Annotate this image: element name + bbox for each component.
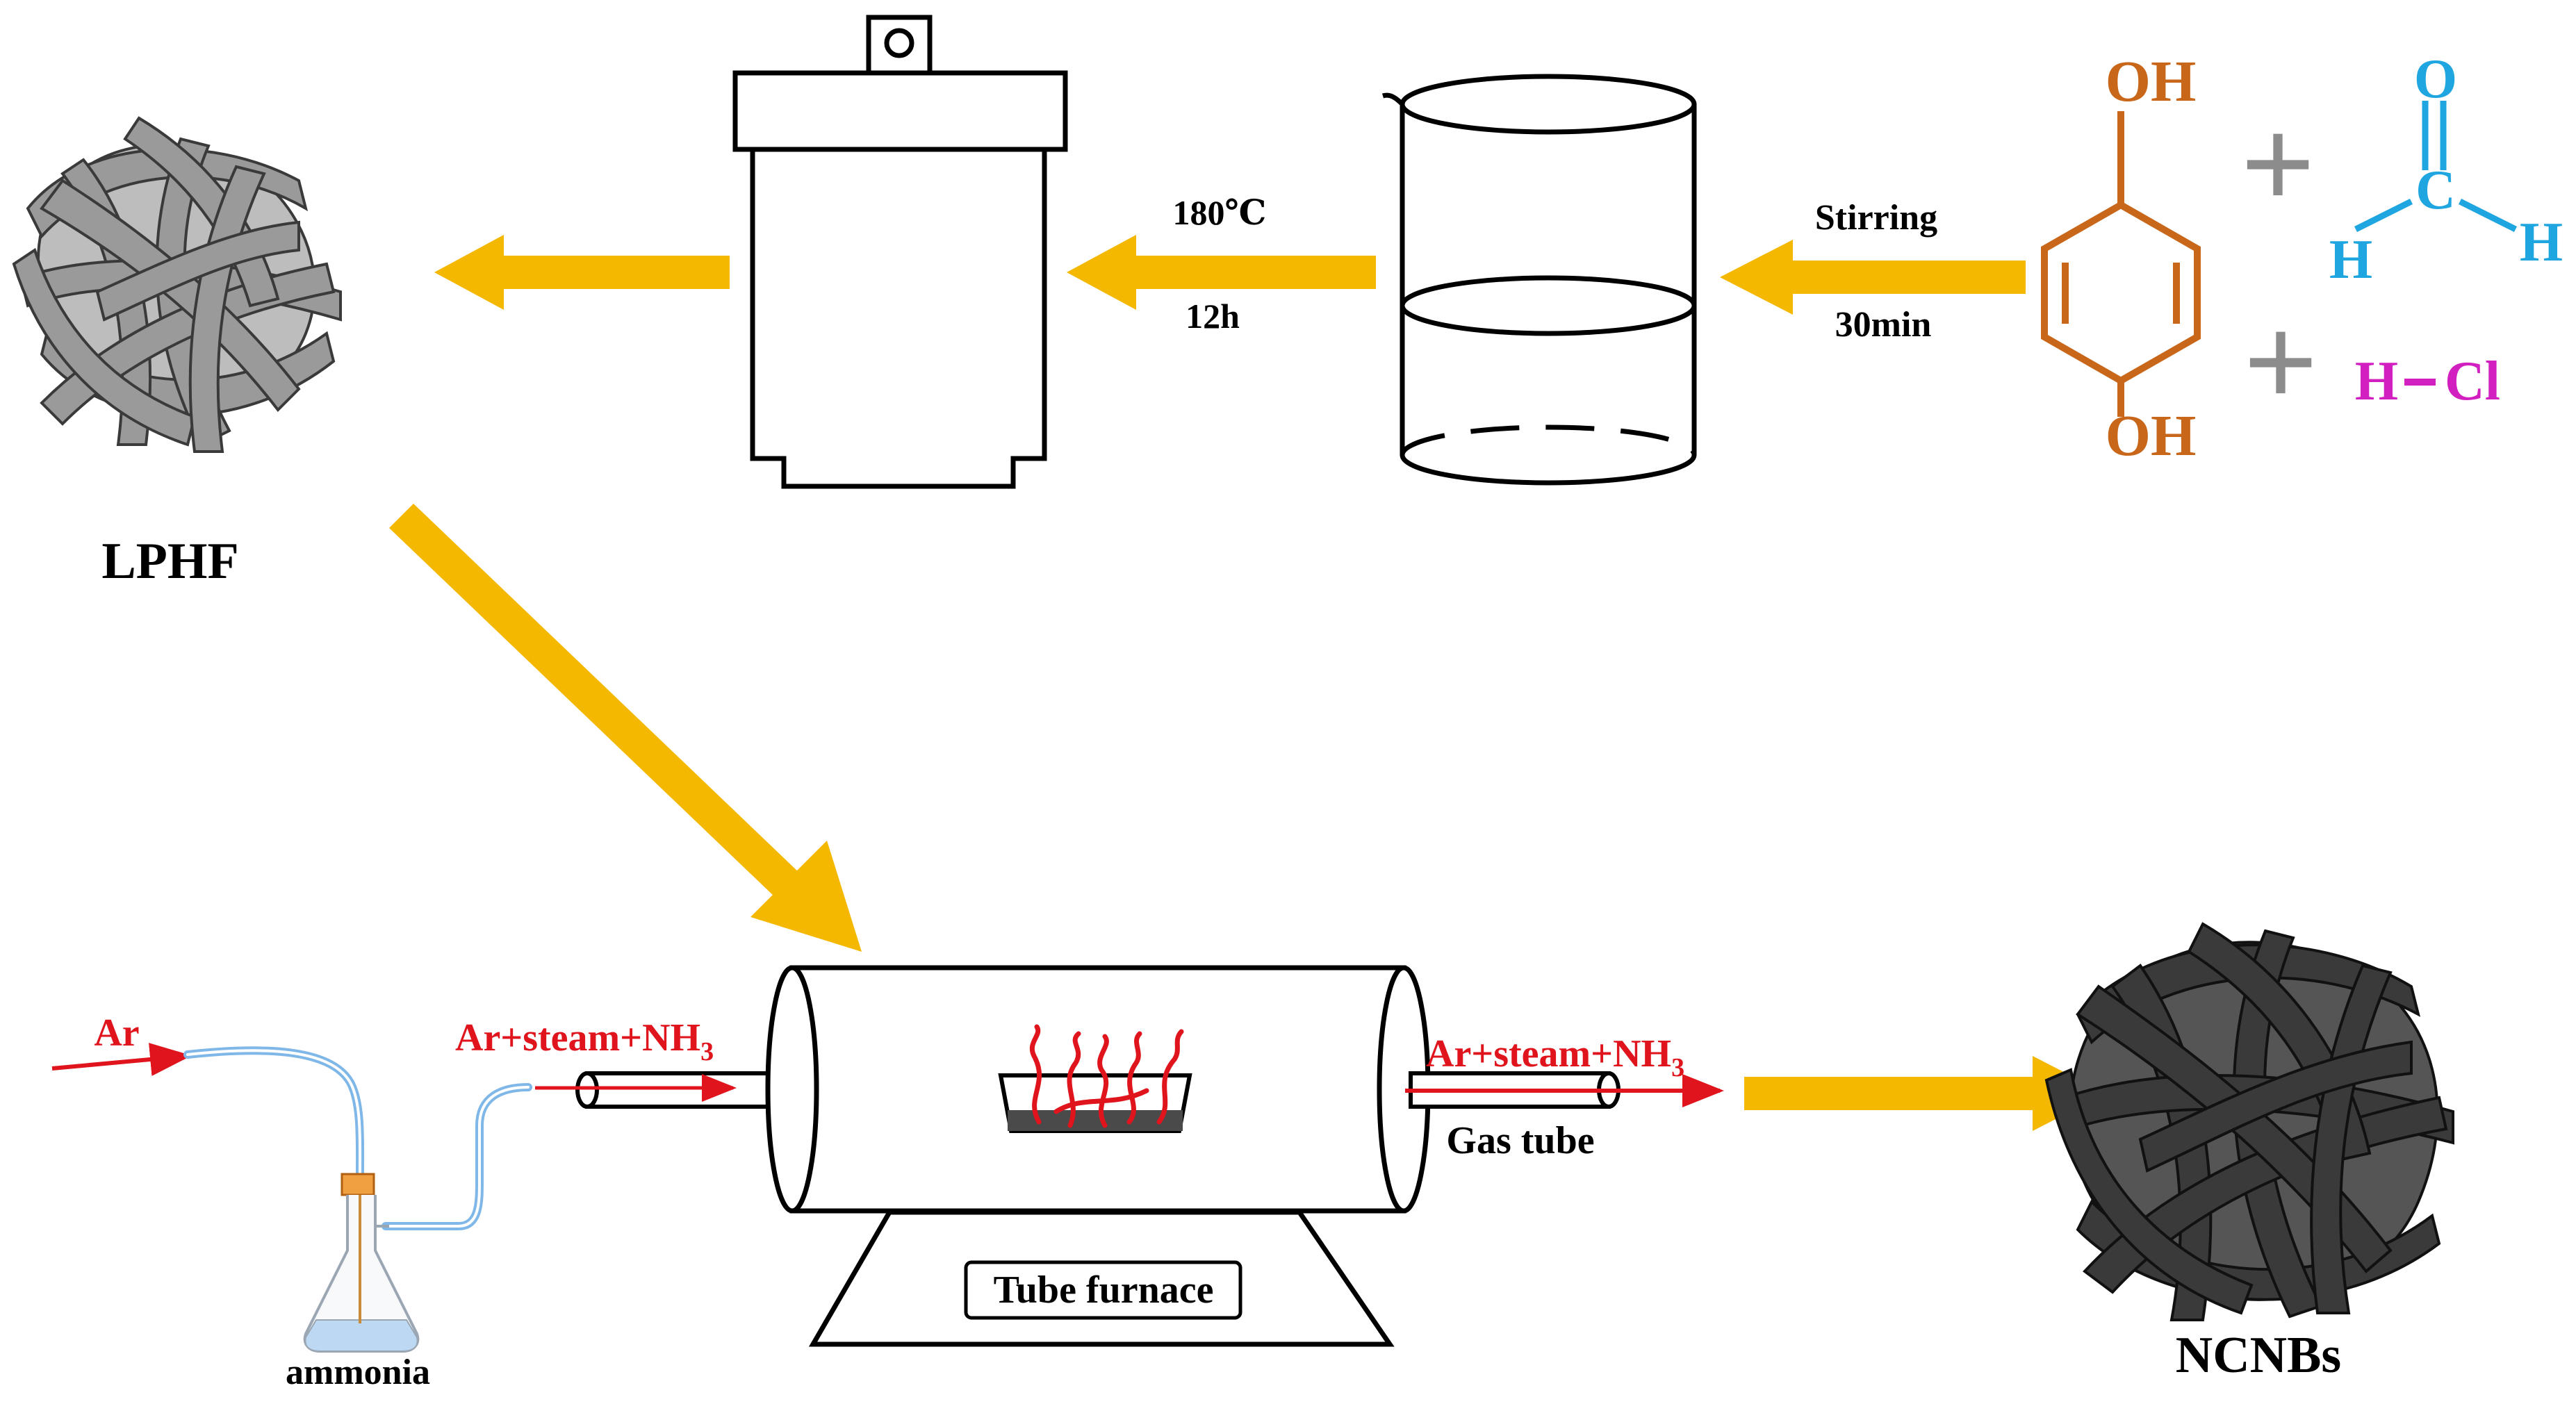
gas-outlet-label-prefix: Ar+steam+NH <box>1426 1032 1671 1075</box>
temperature-label: 180℃ <box>1173 193 1267 232</box>
ncnbs-ribbon-ball-icon <box>2044 922 2454 1321</box>
gas-inlet-label-prefix: Ar+steam+NH <box>455 1016 700 1059</box>
sample-fibers-icon <box>1030 1024 1184 1128</box>
stirring-label: Stirring <box>1815 198 1937 238</box>
ar-inlet-arrow <box>51 1043 192 1076</box>
formaldehyde-o: O <box>2414 49 2457 110</box>
beaker-icon <box>1381 74 1697 486</box>
plus-sign-1: + <box>2240 92 2315 238</box>
formaldehyde-structure <box>2354 101 2518 233</box>
ammonia-label: ammonia <box>286 1353 430 1392</box>
formaldehyde-h-left: H <box>2329 229 2372 290</box>
arrow-reagents-to-beaker <box>1720 240 2026 315</box>
arrow-lphf-to-furnace <box>389 504 862 952</box>
gas-inlet-label: Ar+steam+NH3 <box>455 1016 714 1066</box>
hcl-h: H <box>2355 351 2398 412</box>
stirring-time-label: 30min <box>1835 305 1932 345</box>
time-label: 12h <box>1186 297 1240 336</box>
hydroquinone-oh-bottom: OH <box>2106 404 2197 468</box>
plus-sign-2: + <box>2243 290 2318 436</box>
ncnbs-label: NCNBs <box>2176 1327 2341 1384</box>
formaldehyde-h-right: H <box>2520 212 2563 273</box>
lphf-ribbon-ball-icon <box>12 116 342 453</box>
gas-outlet-label: Ar+steam+NH3 <box>1426 1032 1684 1082</box>
ar-label: Ar <box>94 1011 139 1055</box>
hydroquinone-oh-top: OH <box>2106 49 2197 114</box>
gas-tube-label: Gas tube <box>1446 1119 1594 1162</box>
gas-inlet-label-sub: 3 <box>700 1037 714 1066</box>
arrow-beaker-to-autoclave <box>1067 235 1376 310</box>
arrow-autoclave-to-lphf <box>434 235 730 310</box>
erlenmeyer-flask-icon <box>303 1173 420 1353</box>
tube-furnace-label-box <box>964 1260 1242 1320</box>
gas-tubing-inner <box>186 1049 530 1228</box>
gas-outlet-label-sub: 3 <box>1671 1053 1684 1082</box>
tube-furnace-icon <box>765 965 1431 1347</box>
inlet-gas-tube <box>575 1071 798 1109</box>
formaldehyde-c: C <box>2415 160 2456 221</box>
hydroquinone-structure <box>2041 111 2201 417</box>
lphf-label: LPHF <box>101 533 238 590</box>
tube-furnace-label: Tube furnace <box>994 1269 1214 1312</box>
hcl-cl: Cl <box>2445 351 2500 412</box>
autoclave-icon <box>732 15 1068 489</box>
